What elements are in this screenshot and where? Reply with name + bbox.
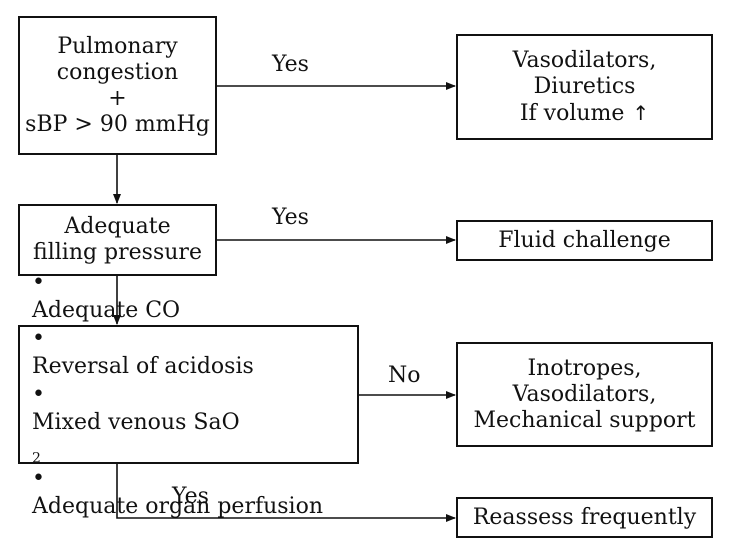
bullet-icon: • xyxy=(32,465,45,491)
up-arrow-icon: ↑ xyxy=(632,100,650,125)
node-text-line: Pulmonary xyxy=(57,33,178,59)
criteria-item-text: Adequate CO xyxy=(32,297,181,323)
criteria-item-text: Mixed venous SaO xyxy=(32,409,240,435)
edge-label-yes: Yes xyxy=(272,52,309,77)
edge-label-yes: Yes xyxy=(272,205,309,230)
node-text-line: Fluid challenge xyxy=(498,227,671,253)
node-text-line: Vasodilators, xyxy=(512,381,657,407)
criteria-item: •Adequate CO xyxy=(32,269,180,325)
node-text-line: Inotropes, xyxy=(527,355,642,381)
node-vasodilators-diuretics: Vasodilators, Diuretics If volume ↑ xyxy=(456,34,713,140)
criteria-item-text: Adequate organ perfusion xyxy=(32,493,324,519)
node-text-line: Mechanical support xyxy=(473,407,696,433)
edge-criteria-to-reassess xyxy=(116,464,456,522)
node-adequate-filling-pressure: Adequate filling pressure xyxy=(18,204,217,276)
if-volume-text: If volume xyxy=(519,100,625,126)
node-pulmonary-congestion: Pulmonary congestion + sBP > 90 mmHg xyxy=(18,16,217,155)
node-text-line: Diuretics xyxy=(533,73,636,99)
node-text-line: Vasodilators, xyxy=(512,47,657,73)
bullet-icon: • xyxy=(32,381,45,407)
criteria-item: •Mixed venous SaO 2 xyxy=(32,381,240,465)
node-text-line: filling pressure xyxy=(33,240,202,265)
node-reassess-frequently: Reassess frequently xyxy=(456,497,713,538)
node-text-line: If volume ↑ xyxy=(520,100,649,127)
node-text-line: + xyxy=(108,85,127,111)
edge-label-no: No xyxy=(388,363,421,388)
node-text-line: Adequate xyxy=(64,214,171,239)
edge-label-yes: Yes xyxy=(172,484,209,509)
node-text-line: congestion xyxy=(56,59,179,85)
bullet-icon: • xyxy=(32,325,45,351)
node-fluid-challenge: Fluid challenge xyxy=(456,220,713,261)
node-text-line: sBP > 90 mmHg xyxy=(25,111,210,137)
node-text-line: Reassess frequently xyxy=(472,504,697,530)
criteria-item-text: Reversal of acidosis xyxy=(32,353,254,379)
node-adequacy-criteria: •Adequate CO •Reversal of acidosis •Mixe… xyxy=(18,270,359,519)
criteria-item: •Adequate organ perfusion xyxy=(32,465,323,521)
subscript: 2 xyxy=(32,449,41,466)
bullet-icon: • xyxy=(32,269,45,295)
criteria-item: •Reversal of acidosis xyxy=(32,325,254,381)
node-inotropes: Inotropes, Vasodilators, Mechanical supp… xyxy=(456,342,713,447)
